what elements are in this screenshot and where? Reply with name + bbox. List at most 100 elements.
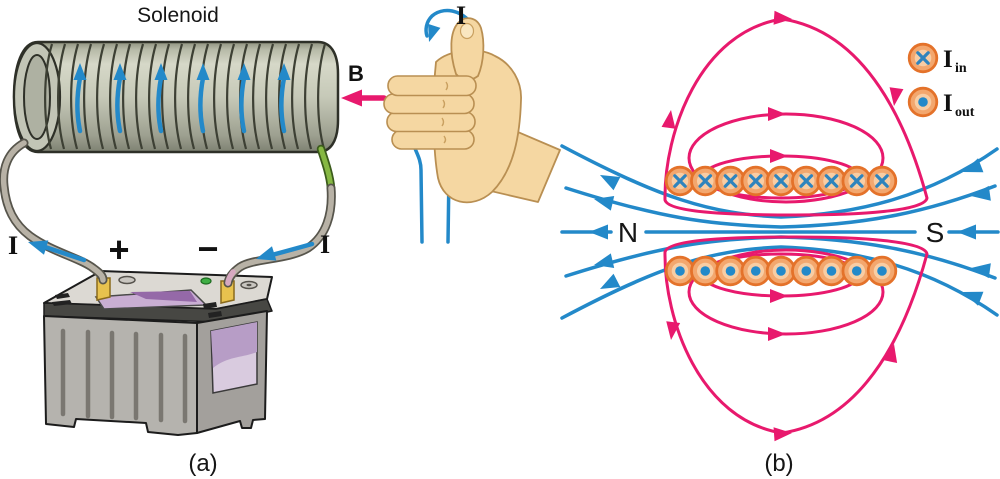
coil-turn: [70, 43, 80, 150]
left-wire-outline: [0, 138, 108, 285]
wire-cross-section-in: [907, 42, 939, 74]
loop-outer-top: [663, 17, 929, 217]
battery-top-window-shade: [130, 291, 197, 302]
hand-current-label: I: [456, 1, 466, 30]
current-into-page-icon: [849, 174, 864, 188]
finger: [386, 111, 476, 133]
current-into-page-icon: [748, 174, 763, 188]
wire-cross-section-out: [690, 255, 721, 287]
right-wire-outline: [223, 183, 336, 288]
coil-turn: [122, 43, 132, 150]
left-current-label: I: [8, 231, 18, 260]
solenoid-field-arrow: [198, 75, 206, 134]
current-out-of-page-icon: [826, 266, 837, 276]
wire-cross-section-out: [740, 255, 771, 287]
battery-step-notch: [52, 300, 72, 306]
coil-turn: [317, 43, 327, 150]
fingers: [383, 75, 477, 150]
battery-step-notch: [203, 302, 217, 309]
current-out-of-page-icon: [700, 266, 711, 276]
current-into-page-icon: [875, 174, 889, 188]
solenoid-field-arrow: [156, 75, 164, 134]
solenoid-open-end-inner: [23, 54, 51, 140]
solenoid-field-arrowhead: [237, 63, 251, 80]
coil-turn: [83, 43, 93, 150]
coil-turn: [148, 43, 158, 150]
solenoid-field-arrowhead: [113, 63, 127, 80]
wire-cross-section-in: [791, 165, 822, 197]
solenoid-field-arrow: [75, 75, 83, 134]
wire-cross-section-in: [664, 165, 696, 197]
wire-cross-section-out: [866, 255, 898, 287]
solenoid-field-arrowhead: [73, 63, 87, 80]
field-line: [564, 184, 997, 229]
wire-cross-section-in: [816, 165, 847, 197]
circuit-wires: [0, 138, 336, 288]
wire-loop-arrowhead: [428, 23, 441, 42]
wire-cross-section-out: [664, 255, 696, 287]
solenoid-field-arrowhead: [196, 63, 210, 80]
current-out-of-page-icon: [675, 266, 685, 276]
wire-cross-section-out: [715, 255, 746, 287]
terminal-positive-label: +: [108, 229, 129, 270]
wire-cross-section-out: [816, 255, 847, 287]
current-out-of-page-icon: [877, 266, 887, 276]
battery-front-grooves: [60, 328, 188, 424]
battery-green-indicator: [200, 277, 212, 285]
right-wire-pink-tip: [225, 269, 236, 286]
battery-vent-cap: [118, 275, 136, 285]
battery-step-notch: [208, 311, 222, 318]
current-into-page-icon: [723, 174, 738, 188]
current-into-page-icon: [824, 174, 839, 188]
coil-turn: [252, 43, 262, 150]
coil-turn: [44, 43, 54, 150]
wire-cross-section-in: [841, 165, 872, 197]
north-pole-label: N: [618, 217, 638, 248]
wire-cross-section-in: [690, 165, 721, 197]
coil-turn: [161, 43, 171, 150]
wire-cross-section-out: [765, 255, 797, 287]
field-line: [560, 245, 999, 320]
coil-turn: [213, 43, 223, 150]
coil-turn: [304, 43, 314, 150]
solenoid: [12, 40, 340, 154]
knuckle-creases: [441, 81, 449, 144]
wire-cross-section-out: [791, 255, 822, 287]
current-out-of-page-icon: [725, 266, 736, 276]
solenoid-field-arrowhead: [277, 63, 291, 80]
wire-cross-section-in: [765, 165, 797, 197]
solenoid-field-arrow: [115, 75, 123, 134]
terminal-negative-label: −: [197, 228, 218, 269]
coil-turn: [278, 43, 288, 150]
current-into-page-icon: [698, 174, 713, 188]
loop-arrowheads: [661, 10, 904, 442]
battery-front-face: [43, 315, 198, 436]
solenoid-label: Solenoid: [137, 4, 219, 27]
wire-row-current-in: [664, 165, 898, 197]
legend-out-label: I: [943, 90, 953, 117]
finger: [387, 75, 477, 97]
coil-turn: [187, 43, 197, 150]
legend-in-label: I: [943, 46, 953, 73]
wire-row-current-out: [664, 255, 898, 287]
finger: [383, 93, 475, 115]
current-out-of-page-icon: [750, 266, 761, 276]
current-out-of-page-icon: [851, 266, 862, 276]
current-into-page-icon: [774, 174, 788, 188]
legend-out-subscript: out: [955, 105, 975, 120]
current-out-of-page-icon: [918, 97, 928, 107]
panel-a-caption: (a): [188, 450, 217, 477]
axial-field-arrowheads: [589, 158, 991, 306]
current-into-page-icon: [673, 174, 687, 188]
battery-side-window-shade: [211, 322, 257, 368]
battery-step-notch: [55, 293, 70, 299]
coil-turn: [135, 43, 145, 150]
right-current-label: I: [320, 230, 330, 259]
solenoid-field-arrows: [73, 63, 291, 134]
current-out-of-page-icon: [801, 266, 812, 276]
wire-cross-section-in: [715, 165, 746, 197]
coil-turn: [265, 43, 275, 150]
left-wire: [0, 140, 106, 283]
coil-turn: [291, 43, 301, 150]
